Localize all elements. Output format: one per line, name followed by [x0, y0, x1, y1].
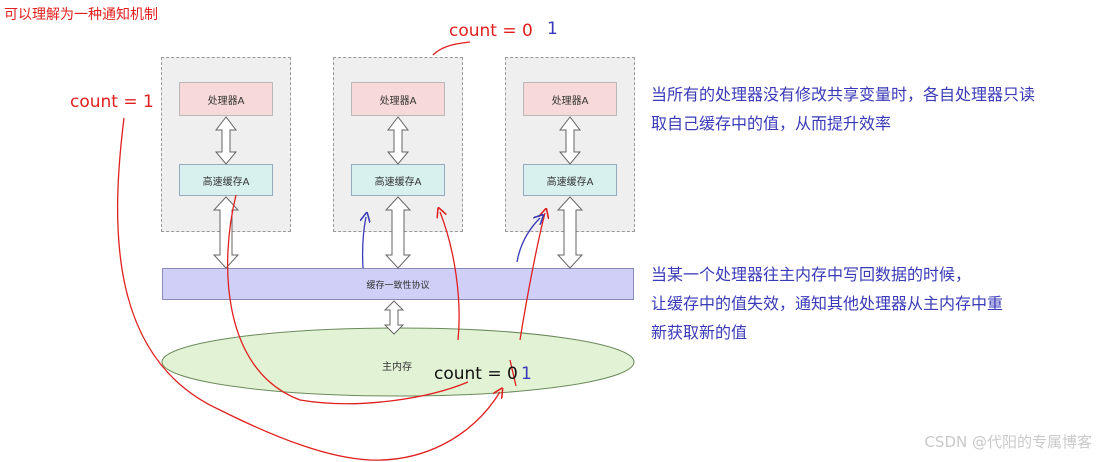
- double-arrow-cache-bus-2: [384, 196, 412, 269]
- count-top-new-value: 1: [547, 19, 558, 39]
- processor-2: 处理器A: [351, 82, 445, 116]
- note-read-line-1: 当所有的处理器没有修改共享变量时，各自处理器只读: [651, 85, 1036, 104]
- note-write-line-1: 当某一个处理器往主内存中写回数据的时候，: [651, 265, 972, 284]
- processor-3: 处理器A: [523, 82, 617, 116]
- count-top-label: count = 0: [449, 21, 533, 41]
- double-arrow-cache-bus-1: [212, 196, 240, 269]
- count-left-label: count = 1: [70, 92, 154, 112]
- blue-arrow-bus-to-cache3: [516, 218, 540, 263]
- processor-1: 处理器A: [179, 82, 273, 116]
- double-arrow-cache-bus-3: [556, 196, 584, 269]
- note-write-line-2: 让缓存中的值失效，通知其他处理器从主内存中重: [651, 294, 1004, 313]
- count-memory-new-value: 1: [521, 364, 532, 384]
- double-arrow-proc-cache-3: [558, 116, 582, 165]
- double-arrow-bus-memory: [383, 300, 405, 335]
- double-arrow-proc-cache-2: [386, 116, 410, 165]
- double-arrow-proc-cache-1: [214, 116, 238, 165]
- watermark: CSDN @代阳的专属博客: [924, 433, 1092, 451]
- red-strike-memory-zero: [509, 359, 517, 387]
- blue-arrow-bus-to-cache2: [363, 217, 366, 269]
- count-memory-label: count = 0: [434, 364, 518, 384]
- cache-1: 高速缓存A: [179, 164, 273, 196]
- red-curve-memory-to-cache2: [440, 212, 460, 341]
- red-curve-big-loop: [116, 117, 500, 461]
- note-write-line-3: 新获取新的值: [651, 323, 748, 342]
- red-curve-top-swash: [432, 41, 471, 56]
- red-curve-memory-to-cache3: [519, 213, 545, 341]
- main-memory-label: 主内存: [382, 362, 412, 373]
- red-curve-cache1-to-memory: [227, 194, 469, 405]
- note-read-line-2: 取自己缓存中的值，从而提升效率: [651, 114, 892, 133]
- page-title: 可以理解为一种通知机制: [4, 7, 158, 23]
